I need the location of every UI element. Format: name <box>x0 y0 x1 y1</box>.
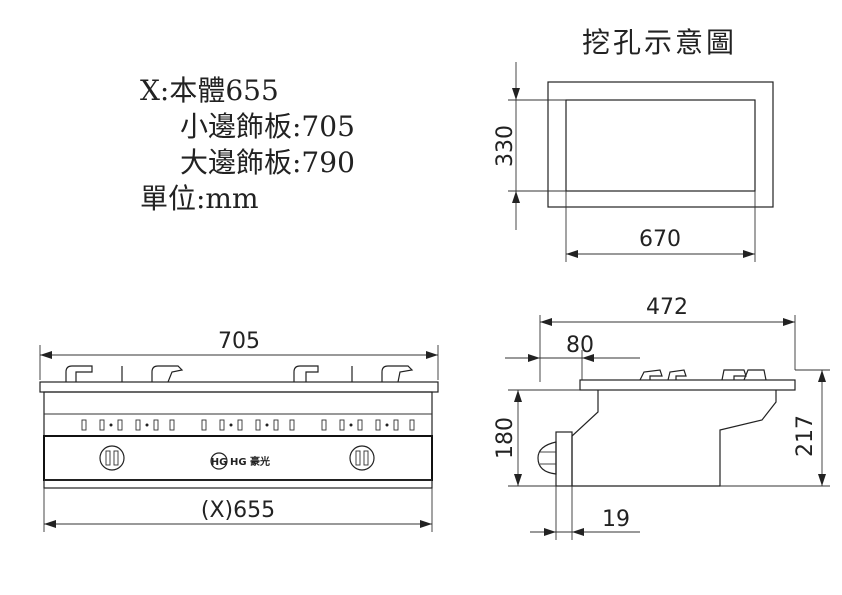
side-top-glass <box>579 379 796 391</box>
front-top-width-label: 705 <box>218 329 260 354</box>
side-bottom-label: 19 <box>602 507 630 532</box>
cutout-height-label: 330 <box>493 125 518 167</box>
cutout-outer-trim <box>547 81 774 208</box>
pan-supports <box>65 365 414 383</box>
side-body-profile <box>571 390 777 487</box>
side-total-height-label: 217 <box>793 415 818 457</box>
note-unit: 單位:mm <box>140 182 259 215</box>
cutout-width-label: 670 <box>639 227 681 252</box>
side-pan-support-1 <box>639 369 663 381</box>
side-height-label: 180 <box>493 417 518 459</box>
side-depth-label: 472 <box>646 295 688 320</box>
side-pan-support-2 <box>667 369 687 381</box>
brand-logo-text: HG 豪光 <box>230 455 270 468</box>
front-view: 705 <box>39 329 439 532</box>
front-body <box>43 391 433 489</box>
front-top-panel <box>39 381 439 393</box>
brand-logo: HG HG 豪光 <box>210 452 270 470</box>
brand-logo-mark: HG <box>211 457 228 468</box>
side-pan-support-4 <box>743 369 767 381</box>
note-large-trim: 大邊飾板:790 <box>180 146 355 179</box>
front-body-width-label: (X)655 <box>201 498 275 523</box>
note-body-width: X:本體655 <box>140 74 279 107</box>
cutout-hole <box>565 99 756 192</box>
cutout-diagram: 挖孔示意圖 330 670 <box>493 26 774 262</box>
vent-slots <box>81 419 415 431</box>
side-offset-label: 80 <box>566 333 594 358</box>
knob-right[interactable] <box>349 445 375 471</box>
side-pan-support-3 <box>721 369 747 381</box>
cutout-title: 挖孔示意圖 <box>582 26 737 59</box>
side-knob[interactable] <box>537 441 557 475</box>
side-view: 472 80 180 217 <box>493 295 830 540</box>
side-front-panel <box>555 431 573 487</box>
spec-notes: X:本體655 小邊飾板:705 大邊飾板:790 單位:mm <box>140 74 355 215</box>
note-small-trim: 小邊飾板:705 <box>180 110 355 143</box>
knob-left[interactable] <box>99 445 125 471</box>
